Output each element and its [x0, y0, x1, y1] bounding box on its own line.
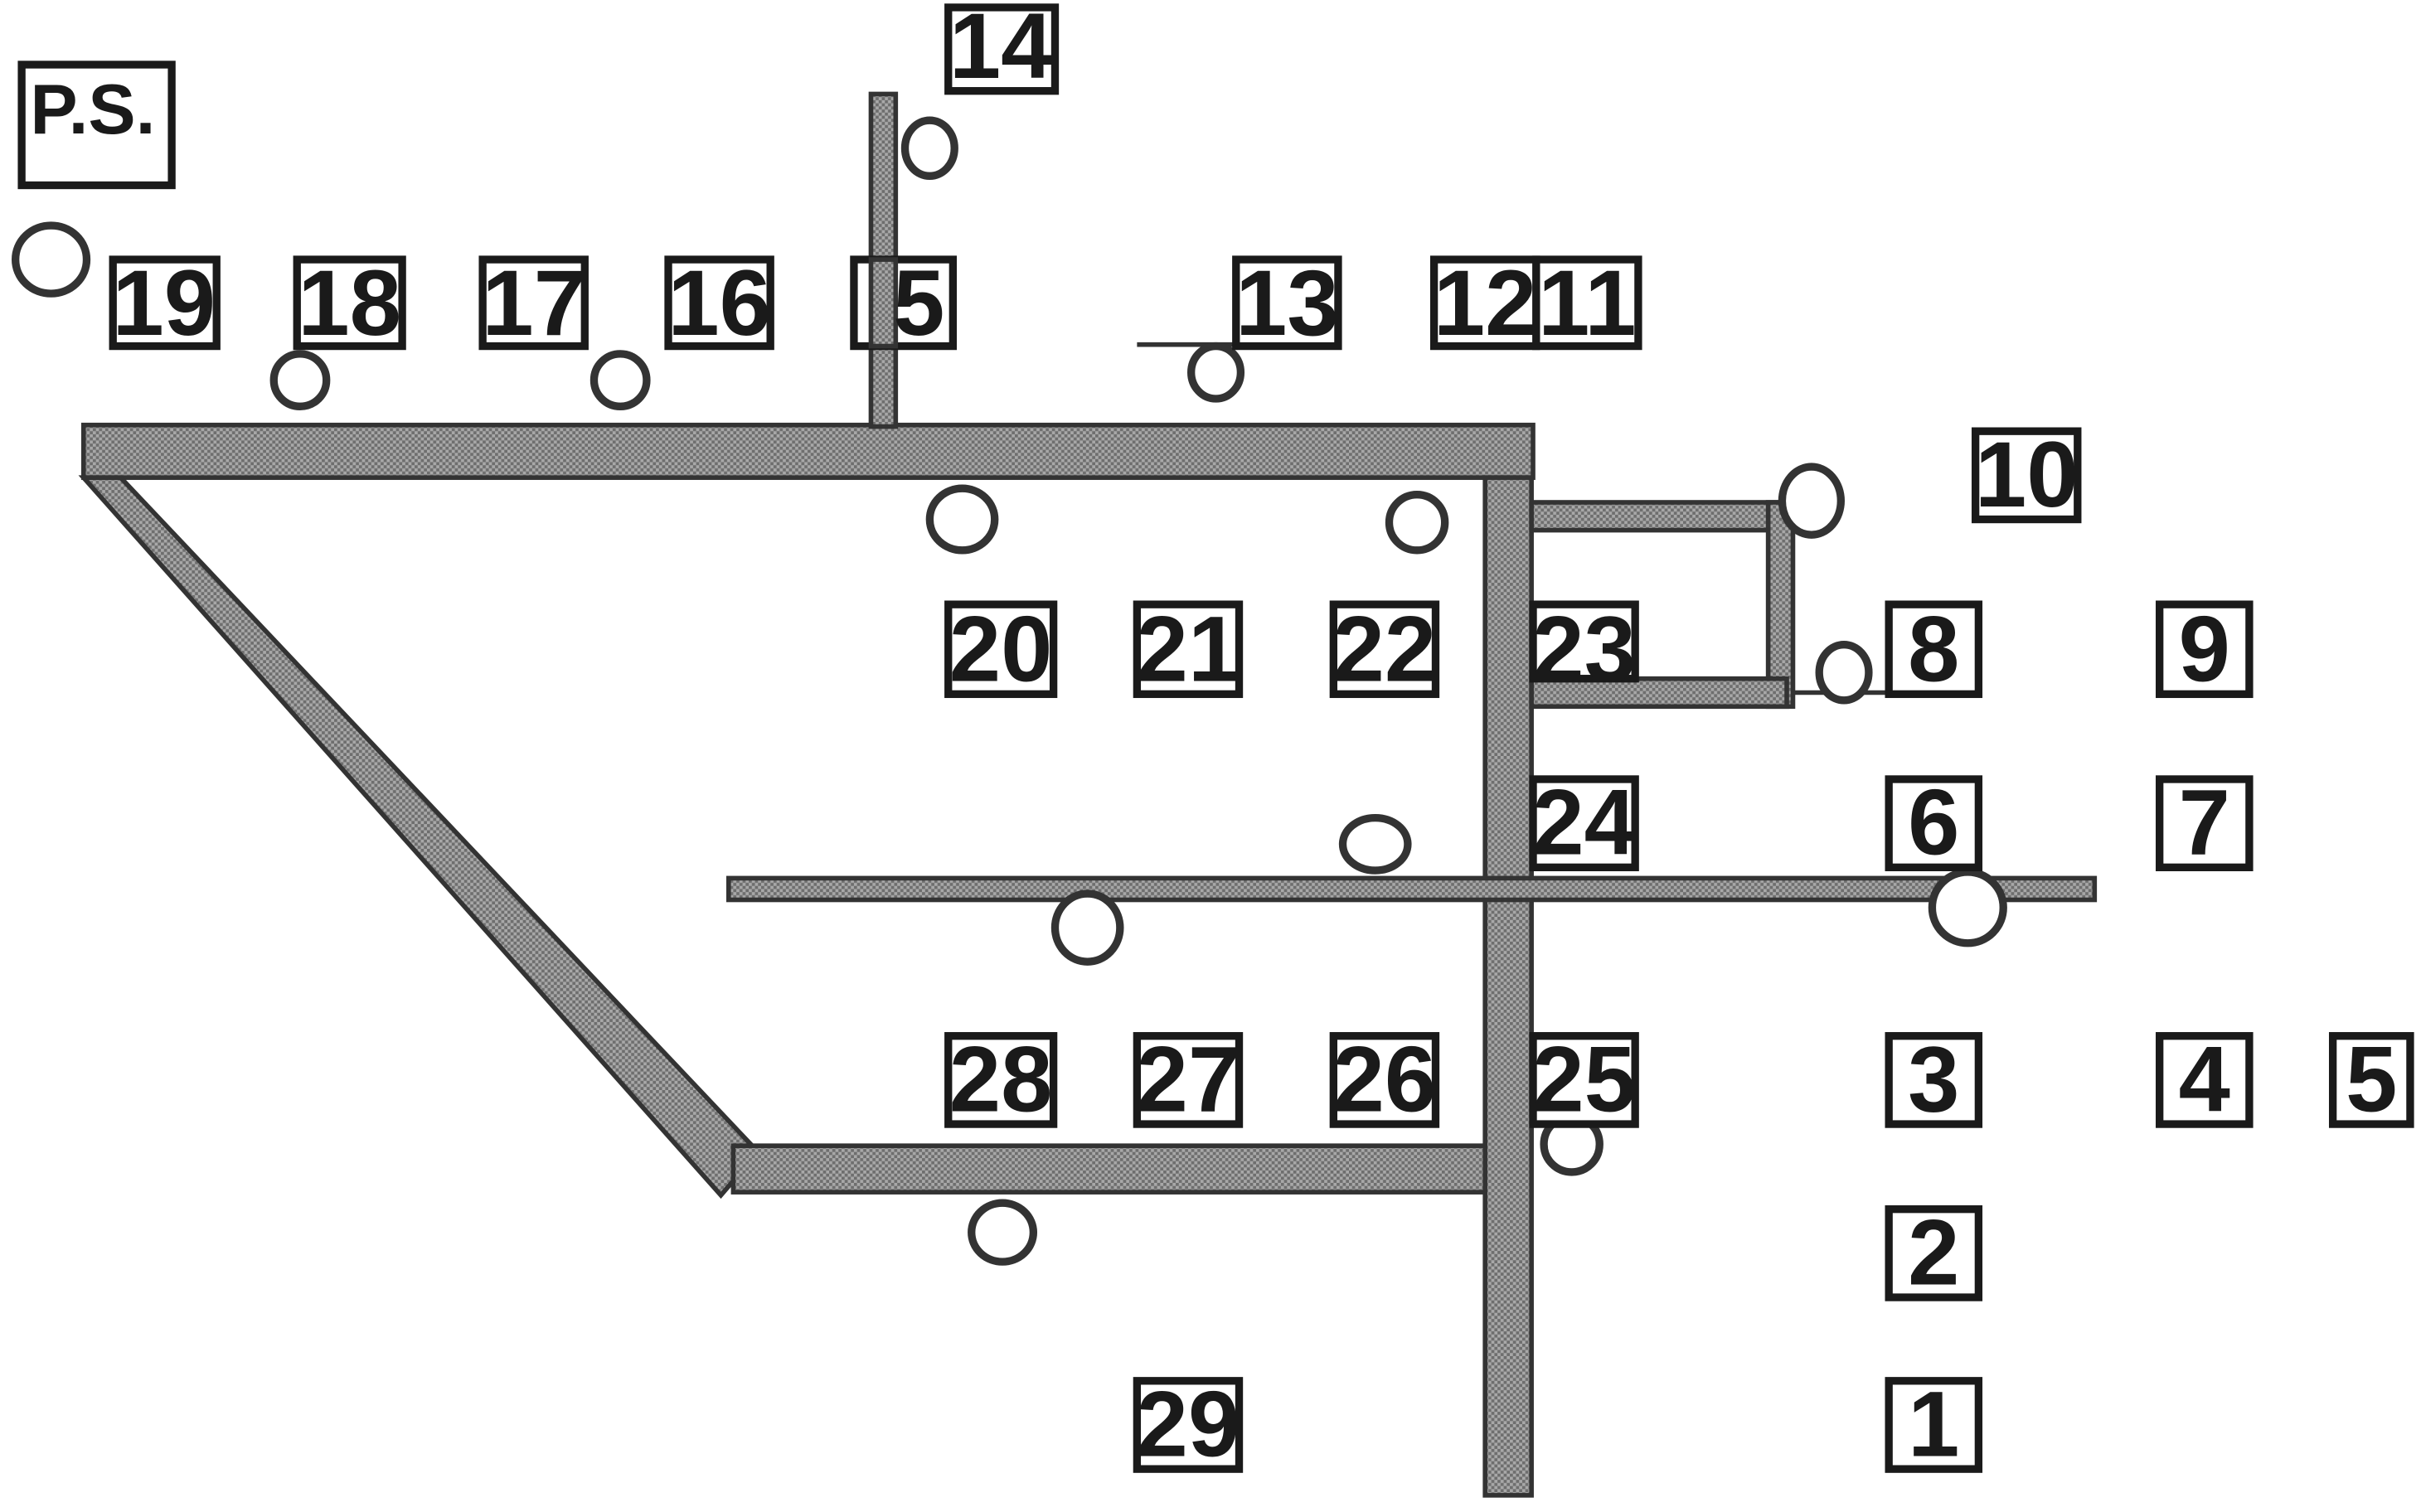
unit-boxes: 1 2 3 4 5 6 7 8 9 10 11 12 13 14 5 16 17…	[109, 0, 2414, 1476]
pipe-diagonal	[78, 475, 762, 1199]
unit-label: 5	[893, 251, 944, 355]
unit-label: 17	[482, 251, 585, 355]
unit-label: 3	[1908, 1027, 1959, 1131]
valve-circle	[1385, 491, 1449, 555]
valve-circle	[11, 221, 91, 298]
unit-label: 22	[1333, 598, 1437, 701]
unit-label: 29	[1137, 1373, 1240, 1476]
valve-circle	[1187, 342, 1245, 403]
unit-box-17: 17	[478, 251, 589, 355]
unit-label: 7	[2179, 771, 2230, 875]
unit-label: 8	[1908, 598, 1959, 701]
unit-box-28: 28	[944, 1027, 1058, 1131]
unit-label: 28	[949, 1027, 1053, 1131]
valve-circle	[925, 484, 999, 555]
valve-circle	[900, 116, 958, 180]
valve-circle	[1338, 813, 1412, 875]
unit-box-16: 16	[664, 251, 774, 355]
unit-box-3: 3	[1885, 1027, 1983, 1131]
unit-box-12: 12	[1429, 251, 1540, 355]
valve-circle	[589, 350, 651, 410]
unit-label: 13	[1235, 251, 1339, 355]
unit-box-24: 24	[1529, 771, 1639, 875]
unit-box-15: 5	[850, 251, 958, 355]
pipe-loop-side	[1765, 500, 1796, 710]
unit-box-8: 8	[1885, 598, 1983, 701]
unit-label: 5	[2346, 1027, 2397, 1131]
unit-box-4: 4	[2156, 1027, 2254, 1131]
unit-label: 16	[667, 251, 771, 355]
unit-box-6: 6	[1885, 771, 1983, 875]
unit-label: 1	[1908, 1373, 1959, 1476]
pipe-top-header	[80, 422, 1536, 480]
unit-label: 25	[1532, 1027, 1636, 1131]
unit-box-29: 29	[1133, 1373, 1244, 1476]
unit-box-9: 9	[2156, 598, 2254, 701]
unit-box-27: 27	[1133, 1027, 1244, 1131]
unit-label: 27	[1137, 1027, 1240, 1131]
unit-box-23: 23	[1529, 598, 1639, 701]
unit-label: 12	[1434, 251, 1537, 355]
pipe-loop-top	[1529, 500, 1789, 533]
valves	[11, 116, 2007, 1266]
unit-label: 4	[2179, 1027, 2230, 1131]
pipe-loop-bottom	[1529, 676, 1789, 710]
valve-circle	[1928, 868, 2007, 947]
unit-label: 19	[113, 251, 216, 355]
unit-box-10: 10	[1971, 423, 2082, 526]
pumping-station: P.S.	[17, 61, 176, 190]
unit-label: 20	[949, 598, 1053, 701]
valve-circle	[269, 350, 331, 410]
unit-label: 9	[2179, 598, 2230, 701]
unit-label: 21	[1137, 598, 1240, 701]
pipe-main-trunk	[1482, 475, 1534, 1498]
valve-circle	[1050, 889, 1124, 966]
valve-circle	[1778, 463, 1845, 539]
unit-box-7: 7	[2156, 771, 2254, 875]
unit-box-19: 19	[109, 251, 221, 355]
valve-circle	[968, 1199, 1038, 1266]
unit-box-22: 22	[1329, 598, 1440, 701]
unit-label: 14	[949, 0, 1053, 98]
unit-box-13: 13	[1232, 251, 1342, 355]
unit-label: 2	[1908, 1200, 1959, 1304]
unit-box-14: 14	[944, 0, 1060, 98]
unit-box-2: 2	[1885, 1200, 1983, 1304]
unit-box-21: 21	[1133, 598, 1244, 701]
unit-label: 23	[1532, 598, 1636, 701]
unit-box-11: 11	[1532, 251, 1642, 355]
pipe-middle	[726, 875, 2098, 903]
unit-label: 24	[1532, 771, 1636, 875]
valve-circle	[1815, 640, 1873, 705]
unit-box-26: 26	[1329, 1027, 1440, 1131]
unit-label: 6	[1908, 771, 1959, 875]
unit-label: 18	[298, 251, 401, 355]
pipe-bottom	[730, 1143, 1497, 1195]
unit-box-20: 20	[944, 598, 1058, 701]
unit-label: 11	[1538, 251, 1636, 355]
unit-box-5: 5	[2328, 1027, 2414, 1131]
unit-label: 26	[1333, 1027, 1437, 1131]
pumping-station-label: P.S.	[30, 70, 155, 149]
unit-label: 10	[1975, 423, 2079, 526]
unit-box-18: 18	[293, 251, 406, 355]
unit-box-1: 1	[1885, 1373, 1983, 1476]
pipes	[78, 91, 2098, 1498]
unit-box-25: 25	[1529, 1027, 1639, 1131]
